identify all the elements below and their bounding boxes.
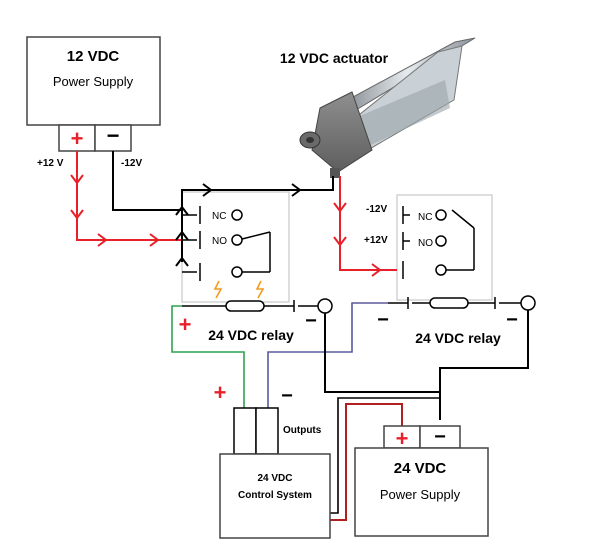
- relay-left-minus-sign: −: [305, 310, 317, 332]
- red-arrow-icons: [70, 174, 382, 277]
- actuator-image: 12 VDC actuator: [280, 37, 476, 178]
- relay-right: -12V +12V NC NO − − 24 VDC relay: [364, 194, 536, 346]
- control-outputs-label: Outputs: [283, 425, 322, 436]
- psu12-minus-sign: −: [107, 123, 120, 148]
- relay-left-nc: NC: [212, 211, 226, 222]
- wire-purple: [267, 302, 388, 408]
- relay-right-nc-label: -12V: [366, 204, 387, 215]
- wire-relay-right-neg: [439, 310, 529, 392]
- wire-plus12: [76, 151, 182, 241]
- control-title: 24 VDC: [257, 473, 292, 484]
- power-supply-24v: + − 24 VDC Power Supply: [354, 425, 489, 537]
- relay-left-title: 24 VDC relay: [208, 327, 294, 343]
- relay-left-plus-sign: +: [179, 312, 192, 337]
- psu24-minus-sign: −: [434, 426, 446, 448]
- relay-left-coil: [225, 300, 265, 312]
- psu24-title: 24 VDC: [394, 460, 447, 477]
- control-plus-sign: +: [214, 380, 227, 405]
- relay-right-coil-terminal: [520, 295, 536, 311]
- wire-relay-common-neg: [324, 313, 441, 420]
- control-output-plus: [233, 407, 257, 455]
- psu12-minus-label: -12V: [121, 158, 142, 169]
- relay-left-no: NO: [212, 236, 227, 247]
- relay-right-minus-sign-2: −: [506, 309, 518, 331]
- wire-minus12: [112, 151, 182, 211]
- spark-icon: [213, 280, 223, 299]
- psu24-plus-sign: +: [396, 426, 409, 451]
- power-supply-12v: 12 VDC Power Supply + − +12 V -12V: [26, 36, 161, 169]
- psu24-subtitle: Power Supply: [380, 487, 461, 502]
- wire-actuator-pos: [339, 176, 397, 271]
- control-system: 24 VDC Control System Outputs + −: [214, 380, 331, 539]
- relay-right-no: NO: [418, 238, 433, 249]
- wire-green: [171, 305, 245, 408]
- relay-right-coil: [429, 297, 469, 309]
- wire-control-neg: [328, 397, 440, 514]
- spark-icon: [255, 280, 265, 299]
- relay-left: NC NO + − 24 VDC relay: [179, 191, 333, 343]
- psu12-plus-sign: +: [71, 126, 84, 151]
- psu12-title: 12 VDC: [67, 48, 120, 65]
- psu12-subtitle: Power Supply: [53, 74, 134, 89]
- relay-right-minus-sign: −: [377, 309, 389, 331]
- wire-control-pos: [328, 403, 403, 521]
- control-subtitle: Control System: [238, 490, 312, 501]
- black-arrow-icons: [175, 183, 302, 267]
- psu12-plus-label: +12 V: [37, 158, 64, 169]
- actuator-title: 12 VDC actuator: [280, 50, 389, 66]
- relay-left-coil-terminal: [317, 298, 333, 314]
- wire-actuator-neg: [181, 176, 334, 262]
- relay-right-nc: NC: [418, 212, 432, 223]
- relay-right-no-label: +12V: [364, 235, 388, 246]
- control-minus-sign: −: [281, 385, 293, 407]
- control-output-minus: [255, 407, 279, 455]
- relay-right-title: 24 VDC relay: [415, 330, 501, 346]
